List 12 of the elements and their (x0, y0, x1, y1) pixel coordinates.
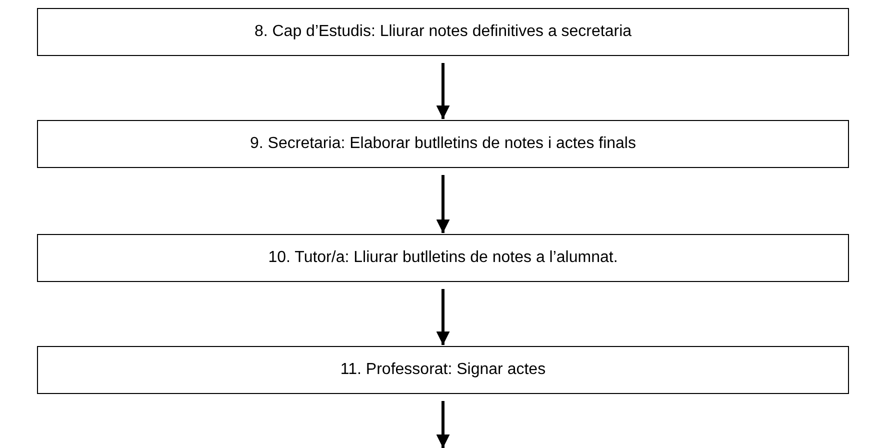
step-text: 8. Cap d’Estudis: Lliurar notes definitives a secretaria (254, 23, 632, 41)
arrow (436, 175, 450, 233)
process-box (37, 8, 849, 56)
process-box (37, 120, 849, 168)
step-text: 9. Secretaria: Elaborar butlletins de notes i actes finals (250, 135, 636, 153)
step-text: 10. Tutor/a: Lliurar butlletins de notes a l’alumnat. (268, 249, 618, 267)
process-box (37, 234, 849, 282)
process-box (37, 346, 849, 394)
arrow (436, 401, 450, 448)
arrow (436, 63, 450, 119)
arrow (436, 289, 450, 345)
step-text: 11. Professorat: Signar actes (340, 361, 546, 379)
